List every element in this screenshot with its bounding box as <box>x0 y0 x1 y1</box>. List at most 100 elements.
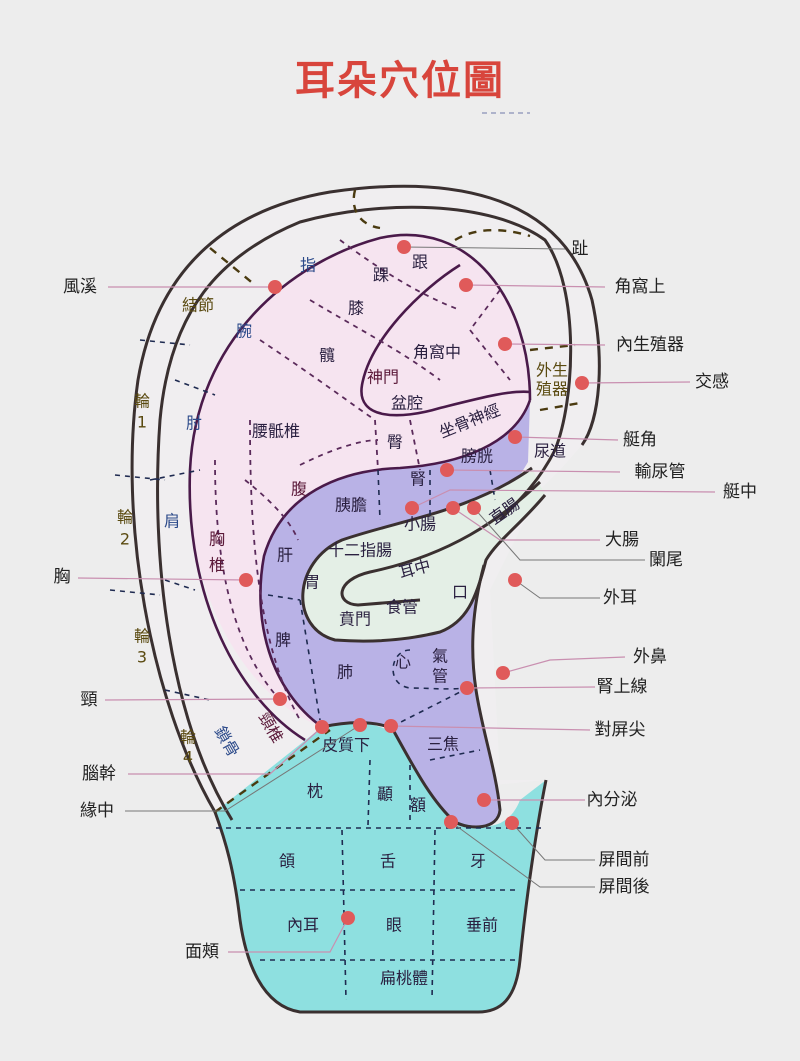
region-jaw: 頜 <box>279 852 295 871</box>
region-finger: 指 <box>300 256 316 275</box>
label-cymba-angle: 艇角 <box>623 430 657 450</box>
point-cheek[interactable] <box>341 911 355 925</box>
region-bladder: 膀胱 <box>461 447 493 466</box>
region-spleen: 脾 <box>275 631 291 650</box>
lobe-outline <box>213 779 548 1014</box>
point-fengxi[interactable] <box>268 280 282 294</box>
antihelix-region <box>189 234 531 728</box>
region-thoracic-1: 胸 <box>209 530 225 549</box>
label-sympathetic: 交感 <box>695 372 729 392</box>
point-external-ear[interactable] <box>508 573 522 587</box>
point-internal-genitals[interactable] <box>498 337 512 351</box>
region-heel: 跟 <box>412 253 428 272</box>
region-abdomen: 腹 <box>291 480 307 499</box>
region-lung: 肺 <box>337 663 353 682</box>
point-cymba-angle[interactable] <box>508 430 522 444</box>
region-small-intestine: 小腸 <box>404 515 436 534</box>
point-external-nose[interactable] <box>496 666 510 680</box>
region-duodenum: 十二指腸 <box>328 541 392 560</box>
label-appendix: 闌尾 <box>649 550 683 570</box>
region-inner-ear: 內耳 <box>287 916 319 935</box>
point-ureter[interactable] <box>440 463 454 477</box>
point-endocrine[interactable] <box>477 793 491 807</box>
region-sanjiao: 三焦 <box>427 735 459 754</box>
lobe-region <box>215 722 546 1012</box>
region-shoulder: 肩 <box>164 512 180 531</box>
region-occiput: 枕 <box>307 782 323 801</box>
crus-region <box>302 468 545 642</box>
region-helix3-num: 3 <box>137 648 147 667</box>
region-heart: 心 <box>395 653 411 672</box>
label-posterior-intertragic: 屏間後 <box>599 877 650 897</box>
point-adrenal[interactable] <box>460 681 474 695</box>
label-large-intestine: 大腸 <box>605 530 639 550</box>
region-shenmen: 神門 <box>367 368 399 387</box>
point-chest[interactable] <box>239 573 253 587</box>
label-endocrine: 內分泌 <box>587 790 638 810</box>
label-anterior-intertragic: 屏間前 <box>599 850 650 870</box>
region-tubercle: 結節 <box>182 296 214 315</box>
region-eye: 眼 <box>386 916 402 935</box>
point-toe[interactable] <box>397 240 411 254</box>
point-appendix[interactable] <box>467 501 481 515</box>
crus-inner-outline <box>340 480 542 607</box>
point-posterior-intertragic[interactable] <box>444 815 458 829</box>
page-title: 耳朵穴位圖 <box>295 58 505 104</box>
point-sympathetic[interactable] <box>575 376 589 390</box>
point-neck[interactable] <box>273 692 287 706</box>
region-elbow: 肘 <box>186 414 202 433</box>
region-subcortex: 皮質下 <box>322 736 370 755</box>
region-thoracic-2: 椎 <box>209 556 225 575</box>
antihelix-outline <box>188 233 532 742</box>
region-tonsil: 扁桃體 <box>380 969 428 988</box>
region-temple: 顳 <box>377 785 393 804</box>
point-cymba-center[interactable] <box>405 501 419 515</box>
label-external-ear: 外耳 <box>603 588 637 608</box>
label-antitragus-apex: 對屏尖 <box>595 720 646 740</box>
region-ankle: 踝 <box>373 266 389 285</box>
region-external-genitals-2: 殖器 <box>536 380 568 399</box>
label-brainstem: 腦幹 <box>82 763 116 784</box>
region-anterior-lobe: 垂前 <box>466 916 498 935</box>
label-upper-fossa: 角窩上 <box>615 277 666 297</box>
region-hip: 髖 <box>319 346 335 365</box>
label-cheek: 面頰 <box>185 942 219 962</box>
region-wrist: 腕 <box>236 322 252 341</box>
acupoints <box>239 240 589 925</box>
region-trachea-2: 管 <box>432 667 448 686</box>
region-helix4-num: 4 <box>183 748 193 767</box>
outer-labels: 風溪 胸 頸 腦幹 緣中 面頰 趾 角窩上 內生殖器 交感 艇角 輸尿管 艇中 … <box>54 239 758 962</box>
region-lumbosacral: 腰骶椎 <box>252 422 300 441</box>
label-toe: 趾 <box>572 239 589 259</box>
region-helix2-num: 2 <box>120 530 130 549</box>
region-divider-lines <box>109 239 545 1001</box>
region-knee: 膝 <box>348 299 364 318</box>
crus-outline <box>301 466 547 643</box>
label-adrenal: 腎上線 <box>597 677 648 697</box>
region-stomach: 胃 <box>304 573 320 592</box>
region-mouth: 口 <box>452 583 468 602</box>
region-helix1: 輪 <box>134 392 150 411</box>
region-helix4: 輪 <box>180 728 196 747</box>
region-helix2: 輪 <box>117 508 133 527</box>
region-helix3: 輪 <box>134 627 150 646</box>
point-large-intestine[interactable] <box>446 501 460 515</box>
region-liver: 肝 <box>277 546 293 565</box>
point-yuanzhong[interactable] <box>353 718 367 732</box>
region-pancreas-gallbladder: 胰膽 <box>335 496 367 515</box>
point-antitragus-apex[interactable] <box>384 719 398 733</box>
region-forehead: 額 <box>410 796 426 815</box>
point-upper-fossa[interactable] <box>459 278 473 292</box>
region-kidney: 腎 <box>410 470 426 489</box>
label-chest: 胸 <box>54 567 71 587</box>
region-mid-fossa: 角窩中 <box>413 343 461 362</box>
triangular-fossa-outline <box>360 263 531 417</box>
region-helix1-num: 1 <box>137 413 147 432</box>
region-trachea-1: 氣 <box>432 647 448 666</box>
label-internal-genitals: 內生殖器 <box>616 335 684 355</box>
point-anterior-intertragic[interactable] <box>505 816 519 830</box>
point-brainstem[interactable] <box>315 720 329 734</box>
label-fengxi: 風溪 <box>63 277 97 297</box>
